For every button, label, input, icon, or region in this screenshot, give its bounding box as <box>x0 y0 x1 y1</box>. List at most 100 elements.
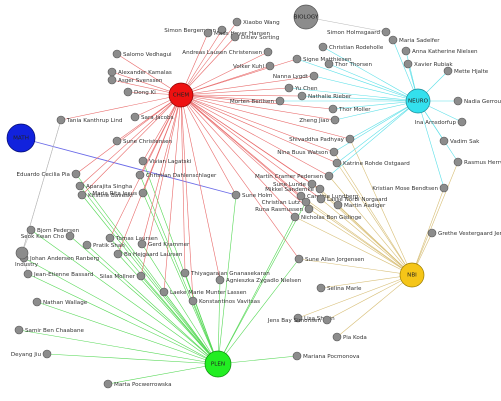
person-node[interactable]: Martin Cramer Pedersen <box>255 171 334 181</box>
person-node[interactable]: Jean-Etienne Bassard <box>23 269 94 279</box>
person-node[interactable]: Agnieszka Zygadlo Nielsen <box>215 275 302 285</box>
person-node[interactable]: Ditlev Sorting <box>230 32 280 42</box>
person-node[interactable]: Maria Rita Jesus <box>92 188 148 198</box>
hub-math-label: MATH <box>13 136 29 142</box>
hub-nbi[interactable]: NBI <box>399 262 425 288</box>
person-node[interactable]: Vadim Sak <box>439 136 480 146</box>
person-node[interactable]: Nathalie Rieber <box>297 91 352 101</box>
person-node[interactable]: Shivaddha Padhyay <box>289 134 355 144</box>
person-node-dot <box>453 157 463 167</box>
person-node[interactable]: Andreas Lausen Christensen <box>182 47 273 57</box>
person-node[interactable]: Johan Andersen Ranberg <box>19 253 100 263</box>
person-node[interactable]: Xiaobo Wang <box>232 17 280 27</box>
person-node[interactable]: Sune Christensen <box>112 136 173 146</box>
hub-neuro[interactable]: NEURO <box>405 88 431 114</box>
person-node-label: Martin Aadiger <box>344 203 386 209</box>
person-node[interactable]: Eduardo Cecilia Pia <box>16 169 81 179</box>
person-node[interactable]: Kristian Mose Bendtsen <box>372 183 449 193</box>
person-node[interactable]: Martin Aadiger <box>333 200 386 210</box>
person-node[interactable]: Samir Ben Chaabane <box>14 325 84 335</box>
person-node[interactable]: Nanna Lygdt <box>273 71 319 81</box>
person-node[interactable]: Pia Koda <box>332 332 367 342</box>
person-node[interactable]: Christian Rodeholle <box>318 42 384 52</box>
person-node[interactable]: Alexander Kamalas <box>107 67 172 77</box>
person-node-label: Xiaobo Wang <box>243 20 280 26</box>
hub-chem[interactable]: CHEM <box>168 82 194 108</box>
person-node[interactable]: Mikkel Sandemke <box>265 184 325 194</box>
person-node[interactable]: Xavier Rubiak <box>403 59 453 69</box>
person-node[interactable]: Kirstine Bavuski <box>77 190 133 200</box>
person-node[interactable]: Volker Kuhl <box>233 61 275 71</box>
person-node-label: Eduardo Cecilia Pia <box>16 172 70 178</box>
person-node[interactable]: Deyang Jiu <box>11 349 52 359</box>
person-node[interactable]: Runa Rasmussen <box>255 204 314 214</box>
person-node[interactable]: Nathan Wallage <box>32 297 88 307</box>
person-node[interactable]: Christian Dahlenschlager <box>135 170 217 180</box>
person-node[interactable]: Ina Arnsdorfup <box>415 117 467 127</box>
person-node[interactable]: Mette Hjalte <box>443 66 489 76</box>
person-node[interactable]: Nicholas Bon Gislinge <box>290 212 362 222</box>
person-node[interactable]: Sara Jacobs <box>130 112 174 122</box>
person-node[interactable]: Katrine Rohde Ostgaard <box>332 158 410 168</box>
person-node-dot <box>427 228 437 238</box>
person-node[interactable]: Yu Chen <box>284 83 318 93</box>
person-node[interactable]: Morten Berilsen <box>230 96 285 106</box>
person-node[interactable]: Silas Mollner <box>100 271 146 281</box>
person-node[interactable]: Mads Hoyer Hansen <box>203 28 270 38</box>
person-node[interactable]: Lisa Sherin <box>293 313 335 323</box>
person-node[interactable]: Vivian Lagatski <box>138 156 192 166</box>
person-node[interactable]: Maria Sadelfer <box>388 35 440 45</box>
person-node-dot <box>130 112 140 122</box>
person-node[interactable]: Zheng Jiao <box>299 115 340 125</box>
person-node[interactable]: Asger Svenssen <box>107 75 163 85</box>
person-node[interactable]: Laeke Marie Munter Lassen <box>159 287 247 297</box>
person-node-label: Konstantinos Vavitsas <box>199 299 260 305</box>
person-node[interactable]: Sune Allan Jorgensen <box>294 254 365 264</box>
person-node[interactable]: Salomo Vedhagui <box>112 49 172 59</box>
hub-biology[interactable]: BIOLOGY <box>293 4 319 30</box>
person-node[interactable]: Sune Lunde <box>273 179 317 189</box>
edge-nbi <box>300 195 413 276</box>
edge-plen <box>217 194 237 365</box>
hub-plen[interactable]: PLEN <box>204 350 232 378</box>
person-node[interactable]: Nadia Gerrouti <box>453 96 501 106</box>
person-node[interactable]: Pratik Shah <box>82 240 125 250</box>
person-node[interactable]: Tomas Laursen <box>105 233 158 243</box>
person-node-dot <box>107 67 117 77</box>
person-node[interactable]: Grethe Vestergaard Jensen <box>427 228 501 238</box>
person-node-label: Alexander Kamalas <box>118 70 172 76</box>
edge-plen <box>18 329 219 365</box>
person-node[interactable]: Jens Bay Simonsen <box>267 315 332 325</box>
person-node[interactable]: Bo Hejgaard Laursen <box>113 249 183 259</box>
person-node-dot <box>230 32 240 42</box>
person-node[interactable]: Dong Ki <box>123 87 156 97</box>
person-node[interactable]: Sune Holm <box>231 190 273 200</box>
person-node[interactable]: Rasmus Herrwig-Nielsen <box>453 157 501 167</box>
person-node-dot <box>328 104 338 114</box>
person-node[interactable]: Christian Lutz <box>262 197 311 207</box>
hub-math[interactable]: MATH <box>6 123 36 153</box>
person-node[interactable]: Nina Buus Watson <box>277 147 339 157</box>
person-node[interactable]: Anna Katherine Nielsen <box>401 46 478 56</box>
person-node[interactable]: Simon Bergemann <box>164 25 227 35</box>
person-node[interactable]: Aparajita Singha <box>75 181 132 191</box>
person-node[interactable]: Mariana Pocmonova <box>292 351 360 361</box>
person-node[interactable]: Seok Kwan Cho <box>21 231 75 241</box>
edge-plen <box>217 258 300 365</box>
hub-industry[interactable]: Industry <box>15 246 39 268</box>
person-node[interactable]: Thor Thorsen <box>324 59 373 69</box>
person-node-dot <box>77 190 87 200</box>
person-node[interactable]: Marta Pocwerrowska <box>103 379 172 389</box>
person-node[interactable]: Thor Moller <box>328 104 371 114</box>
person-node[interactable]: Thiyagarajan Gnanasekaran <box>180 268 270 278</box>
person-node[interactable]: Bjorn Pedersen <box>26 225 80 235</box>
person-node[interactable]: Caroline Lundberg <box>296 191 359 201</box>
person-node[interactable]: Simon Holmsgaard <box>327 27 391 37</box>
person-node-label: Ditlev Sorting <box>241 35 280 41</box>
person-node[interactable]: Gerd Krammer <box>137 239 190 249</box>
person-node[interactable]: Selina Marle <box>316 283 362 293</box>
edge-chem <box>180 94 310 210</box>
person-node[interactable]: Konstantinos Vavitsas <box>188 296 260 306</box>
person-node[interactable]: Lasse Norbi Norgaard <box>316 194 388 204</box>
person-node[interactable]: Tania Kanthrup Lind <box>56 115 123 125</box>
